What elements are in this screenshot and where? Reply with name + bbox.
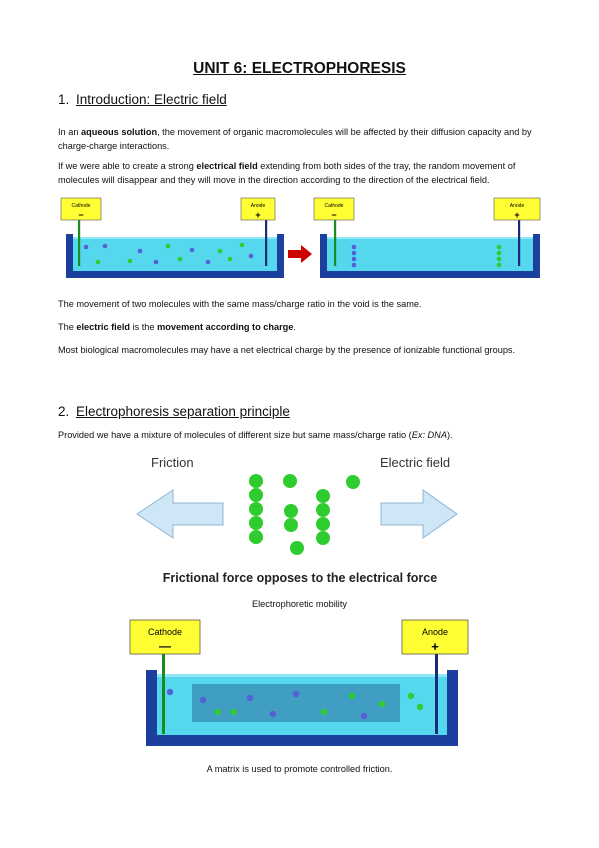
anode-electrode	[265, 218, 268, 266]
cathode-label: Cathode	[72, 203, 91, 209]
liquid	[73, 238, 277, 271]
italic-example: Ex: DNA	[411, 430, 447, 440]
anode-label: Anode	[422, 627, 448, 637]
anode-label-box	[401, 619, 469, 655]
friction-arrow-icon	[136, 489, 224, 539]
paragraph-aqueous: In an aqueous solution, the movement of …	[58, 125, 548, 153]
mobility-caption: Electrophoretic mobility	[252, 599, 347, 609]
bold-term-movement-charge: movement according to charge	[157, 322, 294, 332]
paragraph-electrical-field: If we were able to create a strong elect…	[58, 159, 548, 187]
right-tray: Cathode − Anode +	[313, 197, 541, 278]
figure-friction-vs-field: Friction Electric field Frictional force…	[136, 455, 458, 585]
section-1-heading: 1. Introduction: Electric field	[58, 92, 227, 107]
tray-walls	[320, 234, 540, 278]
text-run: , the movement of organic macromolecules…	[58, 127, 532, 151]
bold-term-electric-field: electric field	[76, 322, 131, 332]
cathode-label: Cathode	[325, 203, 344, 209]
text-run: extending from both sides of the tray, t…	[58, 161, 516, 185]
cathode-electrode	[162, 654, 165, 734]
friction-caption: Frictional force opposes to the electric…	[163, 571, 437, 585]
paragraph-electric-field-definition: The electric field is the movement accor…	[58, 320, 548, 334]
anode-electrode	[518, 218, 521, 266]
paragraph-mixture: Provided we have a mixture of molecules …	[58, 428, 548, 442]
matrix-caption: A matrix is used to promote controlled f…	[206, 764, 393, 774]
plus-sign: +	[255, 210, 260, 220]
electric-field-arrow-icon	[380, 489, 458, 539]
bold-term-electrical-field: electrical field	[196, 161, 258, 171]
cathode-electrode	[334, 218, 337, 266]
section-2-heading: 2. Electrophoresis separation principle	[58, 404, 290, 419]
figure-electric-field-trays: Cathode − Anode + C	[60, 197, 541, 278]
cathode-label-box	[129, 619, 201, 655]
tray-walls	[146, 670, 458, 746]
cathode-electrode	[78, 218, 81, 266]
liquid-surface	[157, 674, 447, 677]
tray-walls	[66, 234, 284, 278]
plus-sign: +	[431, 639, 439, 654]
cathode-label-box	[313, 197, 355, 221]
left-tray: Cathode − Anode +	[60, 197, 284, 278]
section-1-title: Introduction: Electric field	[76, 92, 227, 107]
liquid-surface	[327, 237, 533, 239]
page-title: UNIT 6: ELECTROPHORESIS	[193, 60, 406, 77]
electric-field-label: Electric field	[380, 455, 450, 470]
text-run: .	[293, 322, 296, 332]
text-run: is the	[130, 322, 158, 332]
section-2-number: 2.	[58, 404, 70, 419]
minus-sign: —	[159, 639, 171, 653]
liquid-surface	[73, 237, 277, 239]
minus-sign: −	[331, 210, 336, 220]
text-run: The	[58, 322, 77, 332]
anode-electrode	[435, 654, 438, 734]
minus-sign: −	[78, 210, 83, 220]
section-2-title: Electrophoresis separation principle	[76, 404, 290, 419]
paragraph-same-ratio: The movement of two molecules with the s…	[58, 299, 422, 309]
anode-label-box	[493, 197, 541, 221]
cathode-label-box	[60, 197, 102, 221]
aligned-molecules	[351, 244, 502, 268]
anode-label-box	[240, 197, 276, 221]
text-run: ).	[446, 430, 453, 440]
red-arrow-icon	[288, 245, 312, 263]
figure-matrix-tray: Cathode — Anode +	[129, 619, 469, 746]
anode-label: Anode	[510, 203, 525, 209]
cathode-label: Cathode	[148, 627, 182, 637]
anode-label: Anode	[251, 203, 266, 209]
friction-label: Friction	[151, 455, 194, 470]
liquid	[327, 238, 533, 271]
paragraph-macromolecules: Most biological macromolecules may have …	[58, 345, 516, 355]
bold-term-aqueous: aqueous solution	[81, 127, 158, 137]
section-1-number: 1.	[58, 92, 70, 107]
random-molecules	[83, 242, 254, 265]
matrix-molecules	[166, 688, 424, 720]
text-run: Provided we have a mixture of molecules …	[58, 430, 412, 440]
plus-sign: +	[514, 210, 519, 220]
gel-matrix	[192, 684, 400, 722]
text-run: If we were able to create a strong	[58, 161, 197, 171]
molecule-cluster	[249, 474, 360, 555]
text-run: In an	[58, 127, 81, 137]
